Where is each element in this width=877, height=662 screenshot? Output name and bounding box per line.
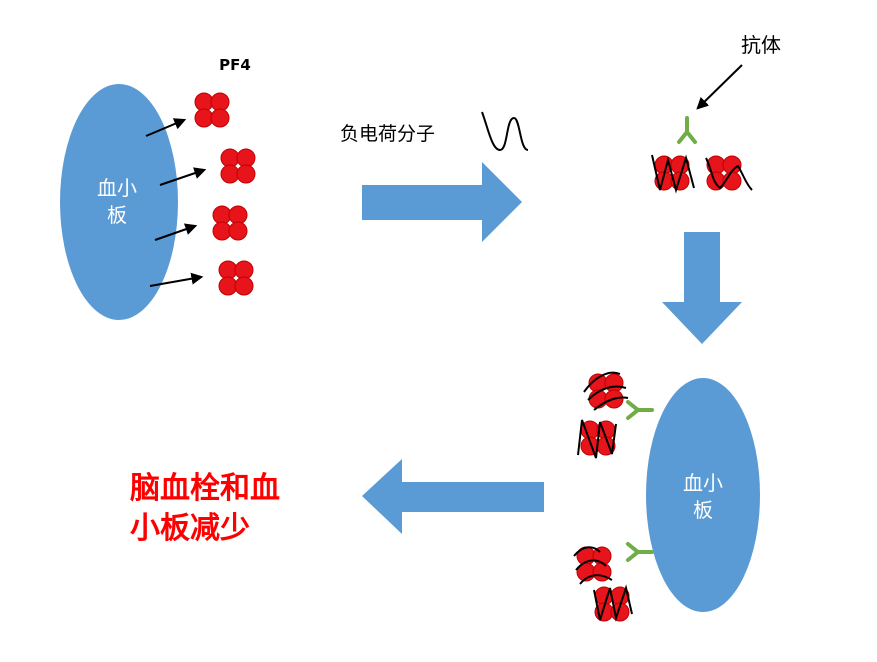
outcome-line1: 脑血栓和血 xyxy=(130,471,280,506)
pf4-complex-bound-2 xyxy=(577,419,617,459)
pf4-complex-bound-3 xyxy=(573,546,613,585)
antibody-bound-lower xyxy=(626,542,654,562)
process-arrow-down xyxy=(662,232,742,344)
pf4-complex-top-right xyxy=(705,155,753,191)
platelet-left xyxy=(60,84,178,320)
release-arrow-3 xyxy=(154,223,198,241)
antibody-bound-upper xyxy=(626,400,654,420)
pf4-tetramer-1 xyxy=(194,92,230,128)
pf4-tetramer-3 xyxy=(212,205,248,241)
outcome-line2: 小板减少 xyxy=(130,511,250,546)
negative-molecule-squiggle xyxy=(481,111,529,152)
platelet-right xyxy=(646,378,760,612)
release-arrow-1 xyxy=(145,118,187,137)
negative-molecule-label: 负电荷分子 xyxy=(340,123,435,145)
pf4-complex-bound-1 xyxy=(583,371,629,411)
process-arrow-left xyxy=(362,459,544,534)
pf4-tetramer-4 xyxy=(218,260,254,296)
antibody-label: 抗体 xyxy=(741,33,781,57)
pf4-complex-top-left xyxy=(651,154,695,194)
release-arrow-4 xyxy=(149,272,204,287)
platelet-left-label-line2: 板 xyxy=(107,203,127,227)
pf4-tetramer-2 xyxy=(220,148,256,184)
platelet-right-label-line1: 血小 xyxy=(683,471,723,495)
process-arrow-right xyxy=(362,162,522,242)
antibody-top xyxy=(677,116,697,144)
antibody-pointer-arrow xyxy=(696,64,743,110)
pf4-complex-bound-4 xyxy=(593,584,633,622)
release-arrow-2 xyxy=(159,167,207,186)
platelet-left-label-line1: 血小 xyxy=(97,176,137,200)
pf4-label: PF4 xyxy=(219,56,251,74)
platelet-right-label-line2: 板 xyxy=(693,498,713,522)
